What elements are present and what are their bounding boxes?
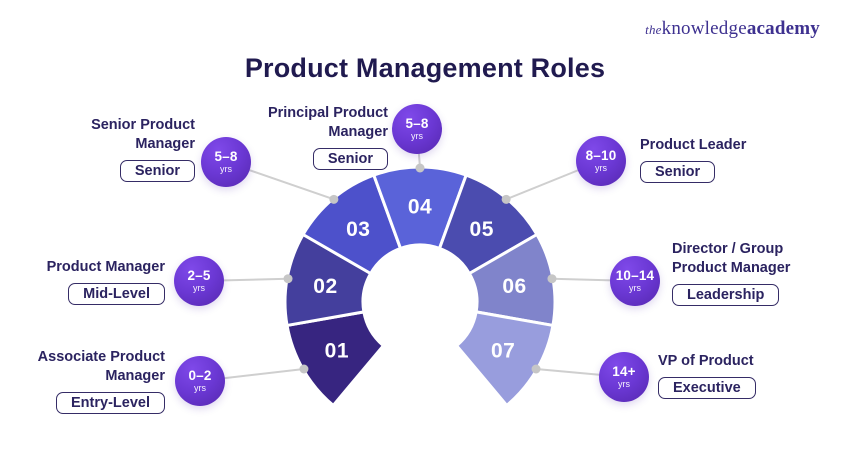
level-badge: Senior	[312, 147, 388, 170]
segment-number-03: 03	[346, 218, 370, 241]
connector-dot	[415, 163, 425, 173]
logo-academy: academy	[746, 18, 820, 39]
connector-dot	[299, 364, 309, 374]
callout-product-manager: Product Manager Mid-Level	[47, 258, 165, 305]
callout-principal-product-manager: Principal Product Manager Senior	[268, 104, 388, 170]
segment-number-02: 02	[313, 275, 337, 298]
years-badge-principal-pm: 5–8 yrs	[392, 104, 442, 154]
role-name: Product Manager	[46, 259, 165, 275]
segment-number-01: 01	[325, 340, 349, 363]
connector-dot	[547, 274, 557, 284]
level-badge: Executive	[658, 376, 756, 399]
segment-number-07: 07	[491, 340, 515, 363]
donut-segment-07	[454, 310, 555, 408]
years-badge-director: 10–14 yrs	[610, 256, 660, 306]
callout-associate-product-manager: Associate Product Manager Entry-Level	[38, 348, 165, 414]
years-badge-senior-pm: 5–8 yrs	[201, 137, 251, 187]
segment-number-04: 04	[408, 196, 432, 219]
segment-numbers: 01 02 03 04 05 06 07	[313, 196, 526, 363]
years-badge-product-leader: 8–10 yrs	[576, 136, 626, 186]
callout-director-group-product-manager: Director / Group Product Manager Leaders…	[672, 240, 790, 306]
role-name: Director / Group Product Manager	[672, 241, 791, 276]
role-name: Associate Product Manager	[37, 349, 165, 384]
page-title: Product Management Roles	[244, 53, 606, 83]
role-name: VP of Product	[658, 353, 754, 369]
level-badge: Senior	[119, 159, 195, 182]
callout-vp-of-product: VP of Product Executive	[658, 352, 756, 399]
donut-segments	[283, 165, 557, 408]
level-badge: Entry-Level	[56, 391, 165, 414]
role-name: Product Leader	[640, 137, 747, 153]
knowledge-academy-logo: theknowledgeacademy	[645, 19, 820, 38]
connector-dots	[283, 163, 557, 374]
years-badge-associate: 0–2 yrs	[175, 356, 225, 406]
role-name: Principal Product Manager	[267, 105, 388, 140]
logo-knowledge: knowledge	[661, 18, 747, 39]
connector-dot	[283, 274, 293, 284]
logo-the: the	[645, 22, 662, 37]
level-badge: Mid-Level	[68, 282, 165, 305]
connector-dot	[501, 194, 511, 204]
role-name: Senior Product Manager	[91, 117, 195, 152]
level-badge: Senior	[640, 160, 716, 183]
years-badge-vp: 14+ yrs	[599, 352, 649, 402]
years-badge-product-manager: 2–5 yrs	[174, 256, 224, 306]
callout-product-leader: Product Leader Senior	[640, 136, 746, 183]
segment-number-05: 05	[470, 218, 494, 241]
callout-senior-product-manager: Senior Product Manager Senior	[91, 116, 195, 182]
segment-number-06: 06	[502, 275, 526, 298]
connector-dot	[531, 364, 541, 374]
connector-dot	[329, 194, 339, 204]
level-badge: Leadership	[672, 283, 780, 306]
